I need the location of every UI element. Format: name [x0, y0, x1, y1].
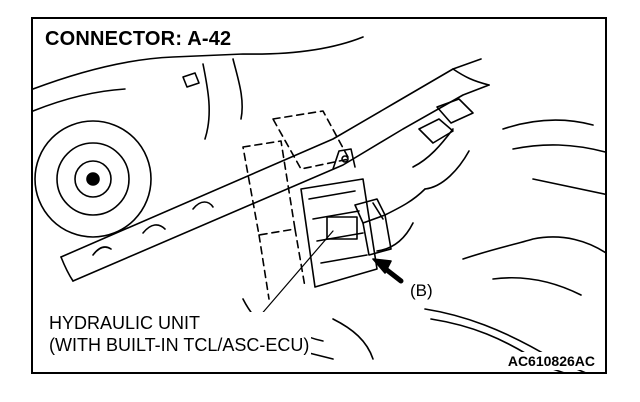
hydraulic-unit-label-line1: HYDRAULIC UNIT [49, 313, 201, 333]
leader-line-hydraulic-unit [258, 230, 334, 318]
crossmember-shape [60, 58, 490, 282]
arrow-to-connector [372, 258, 404, 284]
hydraulic-unit-outline [242, 110, 350, 300]
figure-code: AC610826AC [505, 352, 597, 370]
strut-tower-shape [34, 120, 152, 238]
callout-b-label: (B) [409, 281, 434, 301]
diagram-frame: CONNECTOR: A-42 (B) HYDRAULIC UNIT (WITH… [31, 17, 607, 374]
hydraulic-unit-label: HYDRAULIC UNIT (WITH BUILT-IN TCL/ASC-EC… [47, 312, 312, 356]
hydraulic-unit-body [300, 148, 378, 288]
connector-title: CONNECTOR: A-42 [43, 27, 234, 51]
connector-a42-shape [354, 188, 426, 256]
hydraulic-unit-label-line2: (WITH BUILT-IN TCL/ASC-ECU) [49, 335, 310, 355]
